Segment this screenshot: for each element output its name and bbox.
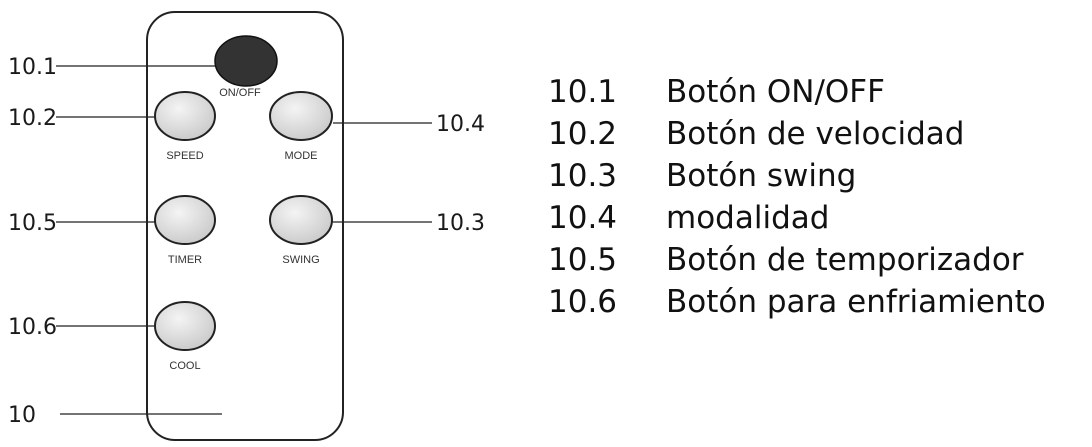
legend-text: Botón ON/OFF — [666, 74, 885, 110]
cool-label: COOL — [169, 360, 200, 372]
callout-10-5: 10.5 — [8, 211, 57, 236]
legend-text: Botón de velocidad — [666, 116, 965, 152]
legend-item: 10.3 Botón swing — [548, 155, 1046, 197]
legend-number: 10.3 — [548, 158, 618, 194]
callout-10-1: 10.1 — [8, 55, 57, 80]
callout-10-6: 10.6 — [8, 315, 57, 340]
callout-10: 10 — [8, 403, 36, 428]
callout-10-3: 10.3 — [436, 211, 485, 236]
legend-number: 10.5 — [548, 242, 618, 278]
speed-label: SPEED — [166, 150, 203, 162]
onoff-label: ON/OFF — [219, 87, 261, 99]
legend-item: 10.6 Botón para enfriamiento — [548, 281, 1046, 323]
legend-number: 10.4 — [548, 200, 618, 236]
legend-text: Botón swing — [666, 158, 857, 194]
legend-item: 10.1 Botón ON/OFF — [548, 71, 1046, 113]
mode-label: MODE — [285, 150, 318, 162]
legend-number: 10.2 — [548, 116, 618, 152]
legend-list: 10.1 Botón ON/OFF 10.2 Botón de velocida… — [548, 71, 1046, 323]
callout-10-2: 10.2 — [8, 106, 57, 131]
legend-number: 10.6 — [548, 284, 618, 320]
legend-text: Botón de temporizador — [666, 242, 1024, 278]
legend-item: 10.4 modalidad — [548, 197, 1046, 239]
cool-button[interactable] — [154, 301, 216, 351]
remote-diagram: 10.1 10.2 10.4 10.5 10.3 10.6 10 ON/OFF … — [8, 11, 485, 441]
legend-text: modalidad — [666, 200, 830, 236]
power-button[interactable] — [214, 35, 278, 87]
swing-button[interactable] — [269, 195, 333, 245]
legend-item: 10.5 Botón de temporizador — [548, 239, 1046, 281]
timer-label: TIMER — [168, 254, 202, 266]
mode-button[interactable] — [269, 91, 333, 141]
speed-button[interactable] — [154, 91, 216, 141]
timer-button[interactable] — [154, 195, 216, 245]
legend-item: 10.2 Botón de velocidad — [548, 113, 1046, 155]
callout-10-4: 10.4 — [436, 112, 485, 137]
legend-text: Botón para enfriamiento — [666, 284, 1046, 320]
swing-label: SWING — [282, 254, 319, 266]
legend-number: 10.1 — [548, 74, 618, 110]
